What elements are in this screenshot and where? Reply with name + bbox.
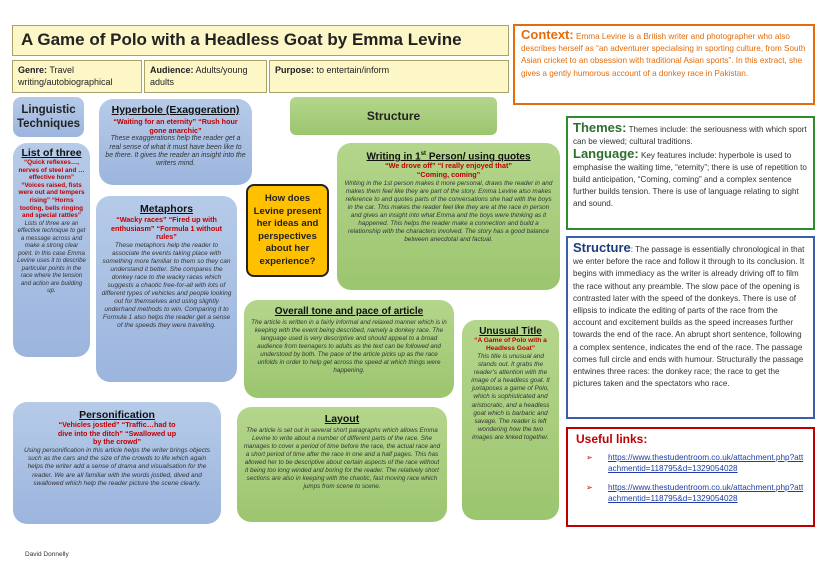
unusual-title-quotes: “A Game of Polo with a Headless Goat” [474,337,547,352]
layout-title: Layout [324,413,360,425]
first-person-body: Writing in the 1st person makes it more … [344,179,553,244]
linguistic-techniques-box: Linguistic Techniques [13,97,84,137]
title-box: A Game of Polo with a Headless Goat by E… [12,25,509,56]
metaphors-box: Metaphors “Wacky races” “Fired up with e… [96,196,237,382]
tone-title: Overall tone and pace of article [274,306,424,317]
linguistic-techniques-title: Linguistic Techniques [16,104,81,130]
hyperbole-title: Hyperbole (Exaggeration) [111,104,240,116]
useful-link-1[interactable]: https://www.thestudentroom.co.uk/attachm… [608,453,804,473]
arrow-bullet-icon: ➢ [586,483,593,492]
first-person-title-sup: st [420,151,427,157]
list-of-three-box: List of three “Quick reflexes…, nerves o… [13,143,90,357]
audience-label: Audience: [150,65,194,75]
personification-quotes: “Vehicles jostled” “Traffic…had to dive … [57,420,177,447]
structure-detail-label: Structure [573,240,631,255]
personification-body: Using personification in this article he… [23,446,211,487]
language-label: Language: [573,146,639,161]
page-title: A Game of Polo with a Headless Goat by E… [21,30,462,49]
first-person-title-pre: Writing in 1 [366,151,421,163]
list-of-three-body: Lists of three are an effective techniqu… [17,219,86,295]
first-person-title: Writing in 1st Person/ using quotes [343,151,554,162]
themes-label: Themes: [573,120,627,135]
context-label: Context: [521,27,574,42]
purpose-label: Purpose: [275,65,315,75]
question-box: How does Levine present her ideas and pe… [246,184,329,277]
genre-label: Genre: [18,65,48,75]
useful-links-title: Useful links: [576,432,648,446]
first-person-quotes: “We drove off” “I really enjoyed that” “… [385,161,512,179]
hyperbole-body: These exaggerations help the reader get … [105,135,246,168]
structure-detail-box: Structure: The passage is essentially ch… [566,236,815,419]
personification-title: Personification [79,409,155,421]
metaphors-body: These metaphors help the reader to assoc… [101,241,232,329]
author-name: David Donnelly [25,551,69,558]
useful-links-box: Useful links: ➢ https://www.thestudentro… [566,427,815,527]
personification-box: Personification “Vehicles jostled” “Traf… [13,402,221,524]
structure-header-box: Structure [290,97,497,135]
useful-link-item: ➢ https://www.thestudentroom.co.uk/attac… [576,482,805,504]
purpose-value: to entertain/inform [316,65,390,75]
first-person-box: Writing in 1st Person/ using quotes “We … [337,143,560,290]
unusual-title-box: Unusual Title “A Game of Polo with a Hea… [462,320,559,520]
genre-value: Travel writing/autobiographical [18,65,113,87]
themes-text: Themes include: the seriousness with whi… [573,125,807,146]
tone-body: The article is written in a fairly infor… [251,319,447,374]
first-person-title-post: Person/ using quotes [426,151,531,163]
genre-cell: Genre: Travel writing/autobiographical [12,60,142,93]
structure-header-title: Structure [366,109,421,123]
layout-box: Layout The article is set out in several… [237,407,447,522]
context-box: Context: Emma Levine is a British writer… [513,24,815,105]
layout-body: The article is set out in several short … [243,427,441,490]
metaphors-title: Metaphors [139,203,194,215]
themes-language-box: Themes: Themes include: the seriousness … [566,116,815,230]
language-text: Key features include: hyperbole is used … [573,151,807,208]
audience-cell: Audience: Adults/young adults [144,60,267,93]
hyperbole-box: Hyperbole (Exaggeration) “Waiting for an… [99,99,252,185]
unusual-title-body: This title is unusual and stands out. It… [471,353,550,441]
useful-link-item: ➢ https://www.thestudentroom.co.uk/attac… [576,452,805,474]
list-of-three-quotes: “Quick reflexes…, nerves of steel and …e… [18,159,85,220]
question-text: How does Levine present her ideas and pe… [253,193,322,267]
metaphors-quotes: “Wacky races” “Fired up with enthusiasm”… [110,215,223,242]
audience-value: Adults/young adults [150,65,248,87]
context-text: Emma Levine is a British writer and phot… [521,32,806,78]
hyperbole-quotes: “Waiting for an eternity” “Rush hour gon… [113,117,238,135]
purpose-cell: Purpose: to entertain/inform [269,60,509,93]
structure-detail-text: : The passage is essentially chronologic… [573,245,805,389]
arrow-bullet-icon: ➢ [586,453,593,462]
useful-link-2[interactable]: https://www.thestudentroom.co.uk/attachm… [608,483,804,503]
list-of-three-title: List of three [21,147,82,159]
tone-box: Overall tone and pace of article The art… [244,300,454,398]
unusual-title-title: Unusual Title [479,326,542,337]
